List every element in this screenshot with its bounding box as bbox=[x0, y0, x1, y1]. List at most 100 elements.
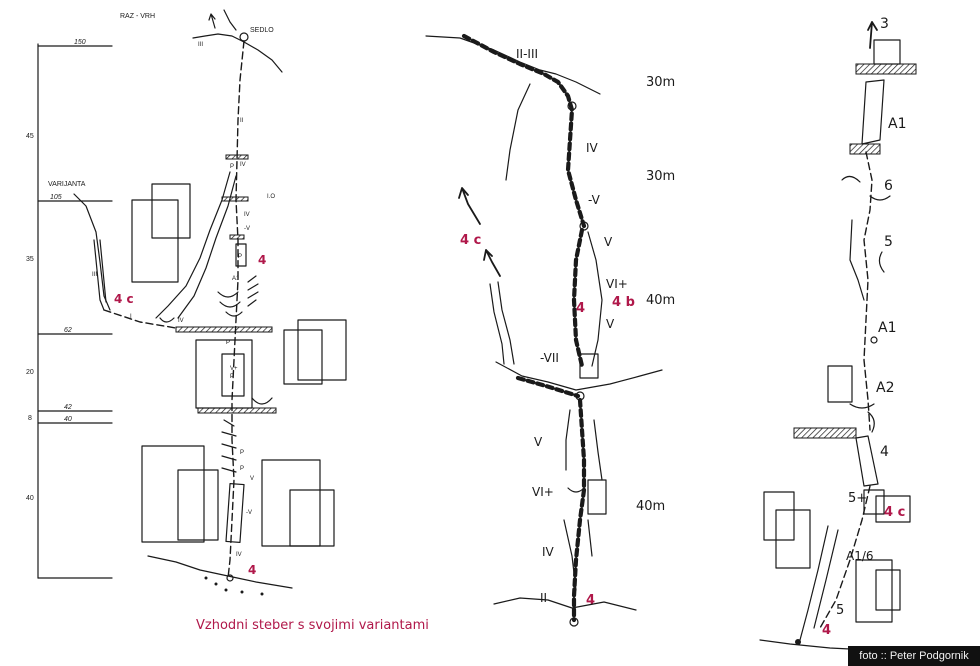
grade-label: A1 bbox=[888, 116, 906, 132]
route-line bbox=[515, 375, 581, 399]
grade-label: P bbox=[230, 164, 234, 170]
pillar-block bbox=[225, 482, 245, 544]
pillar-block bbox=[579, 353, 599, 379]
height-scale: 150 105 62 42 40 45 35 20 8 40 bbox=[26, 39, 113, 579]
route-line bbox=[863, 151, 873, 431]
rock-block bbox=[827, 365, 853, 403]
route-number-label: 4 c bbox=[884, 505, 905, 520]
crack-hatch bbox=[221, 419, 237, 473]
route-number-label: 4 bbox=[586, 593, 595, 608]
route-number-label: 4 bbox=[248, 563, 256, 577]
grade-label: I bbox=[130, 314, 132, 320]
grade-label: 5+ bbox=[848, 491, 867, 506]
grade-label: P bbox=[226, 340, 230, 346]
grade-label: 5 bbox=[836, 603, 844, 618]
figure-caption: Vzhodni steber s svojimi variantami bbox=[196, 618, 429, 633]
route-number-label: 4 bbox=[258, 253, 266, 267]
belay-ledge bbox=[229, 234, 245, 240]
arrow-up-icon bbox=[483, 249, 501, 277]
rock-block bbox=[875, 569, 901, 611]
ridge-line bbox=[425, 35, 601, 95]
ledge-label: I.O bbox=[267, 194, 275, 200]
grade-label: VI+ bbox=[532, 485, 554, 499]
rock-block bbox=[875, 495, 911, 523]
route-line bbox=[571, 397, 587, 623]
variant-label: VARIJANTA bbox=[48, 181, 86, 188]
pitch-length-label: 35 bbox=[26, 256, 34, 263]
rock-block bbox=[763, 491, 795, 541]
saddle-label: SEDLO bbox=[250, 27, 274, 34]
ridge-line bbox=[192, 33, 283, 73]
rock-block bbox=[221, 353, 245, 397]
belay-ledge bbox=[221, 196, 249, 202]
scree-dots bbox=[204, 576, 264, 596]
scale-height-label: 105 bbox=[50, 194, 62, 201]
rock-block bbox=[855, 559, 893, 623]
crack-line bbox=[497, 281, 515, 365]
ground-line bbox=[493, 597, 637, 611]
route-line bbox=[819, 485, 871, 629]
crack-pillar bbox=[855, 435, 879, 487]
rock-block bbox=[283, 329, 323, 385]
overhang-icon bbox=[849, 403, 875, 409]
grade-label: 3 bbox=[880, 16, 889, 32]
grade-label: V bbox=[604, 235, 613, 249]
crack-pillar bbox=[861, 79, 885, 145]
pillar-block bbox=[587, 479, 607, 515]
ledge-line bbox=[495, 361, 663, 391]
pitch-length-label: 40 bbox=[26, 495, 34, 502]
grade-label: -V bbox=[244, 226, 250, 232]
rock-block bbox=[131, 199, 179, 283]
route-number-label: 4 c bbox=[114, 292, 134, 306]
overhang-icon bbox=[869, 195, 891, 201]
overhang-icon bbox=[251, 397, 273, 405]
grade-label: A1 bbox=[232, 276, 240, 282]
crack-line bbox=[489, 283, 505, 365]
overhang-icon bbox=[567, 487, 585, 493]
crack-pillar bbox=[813, 529, 839, 629]
arrow-up-icon bbox=[458, 187, 481, 225]
wall-edge bbox=[799, 525, 829, 641]
ridge-line bbox=[223, 9, 237, 31]
grade-label: IV bbox=[178, 318, 184, 324]
grade-label: V bbox=[534, 435, 543, 449]
grade-label: -V bbox=[246, 510, 252, 516]
belay-ledge bbox=[855, 63, 917, 75]
pillar-block bbox=[235, 243, 247, 267]
start-point-icon bbox=[795, 639, 801, 645]
grade-label: 4 bbox=[880, 444, 889, 460]
arrow-up-icon bbox=[867, 21, 878, 49]
scale-height-label: 150 bbox=[74, 39, 86, 46]
arrow-up-icon bbox=[208, 13, 216, 29]
rock-block bbox=[141, 445, 205, 543]
belay-station-icon bbox=[239, 32, 249, 42]
grade-label: P bbox=[230, 374, 234, 380]
grade-label: P bbox=[238, 254, 242, 260]
belay-ledge bbox=[225, 154, 249, 160]
overhang-icon bbox=[219, 301, 241, 308]
grade-label: IV bbox=[586, 141, 599, 155]
piton-icon bbox=[870, 336, 878, 344]
rock-block bbox=[873, 39, 901, 65]
ground-line bbox=[147, 555, 293, 589]
belay-ledge bbox=[849, 143, 881, 155]
belay-ledge bbox=[793, 427, 857, 439]
scale-height-label: 40 bbox=[64, 416, 72, 423]
dihedral-line bbox=[155, 171, 231, 319]
grade-label: IV bbox=[244, 212, 250, 218]
crack-line bbox=[505, 83, 531, 181]
crack-line bbox=[565, 409, 603, 481]
rock-block bbox=[261, 459, 321, 547]
rock-block bbox=[775, 509, 811, 569]
route-number-label: 4 c bbox=[460, 233, 481, 248]
right-topo: 3 A1 6 5 A1 A2 4 5+ 4 c A1/6 5 bbox=[759, 16, 917, 651]
grade-label: P bbox=[240, 466, 244, 472]
wall-edge bbox=[849, 219, 865, 301]
grade-label: II bbox=[540, 591, 547, 605]
pitch-length-label: 45 bbox=[26, 133, 34, 140]
route-line bbox=[461, 33, 587, 229]
grade-label: 5 bbox=[884, 234, 893, 250]
pitch-length-label: 40m bbox=[646, 293, 675, 308]
start-point-icon bbox=[226, 574, 234, 582]
